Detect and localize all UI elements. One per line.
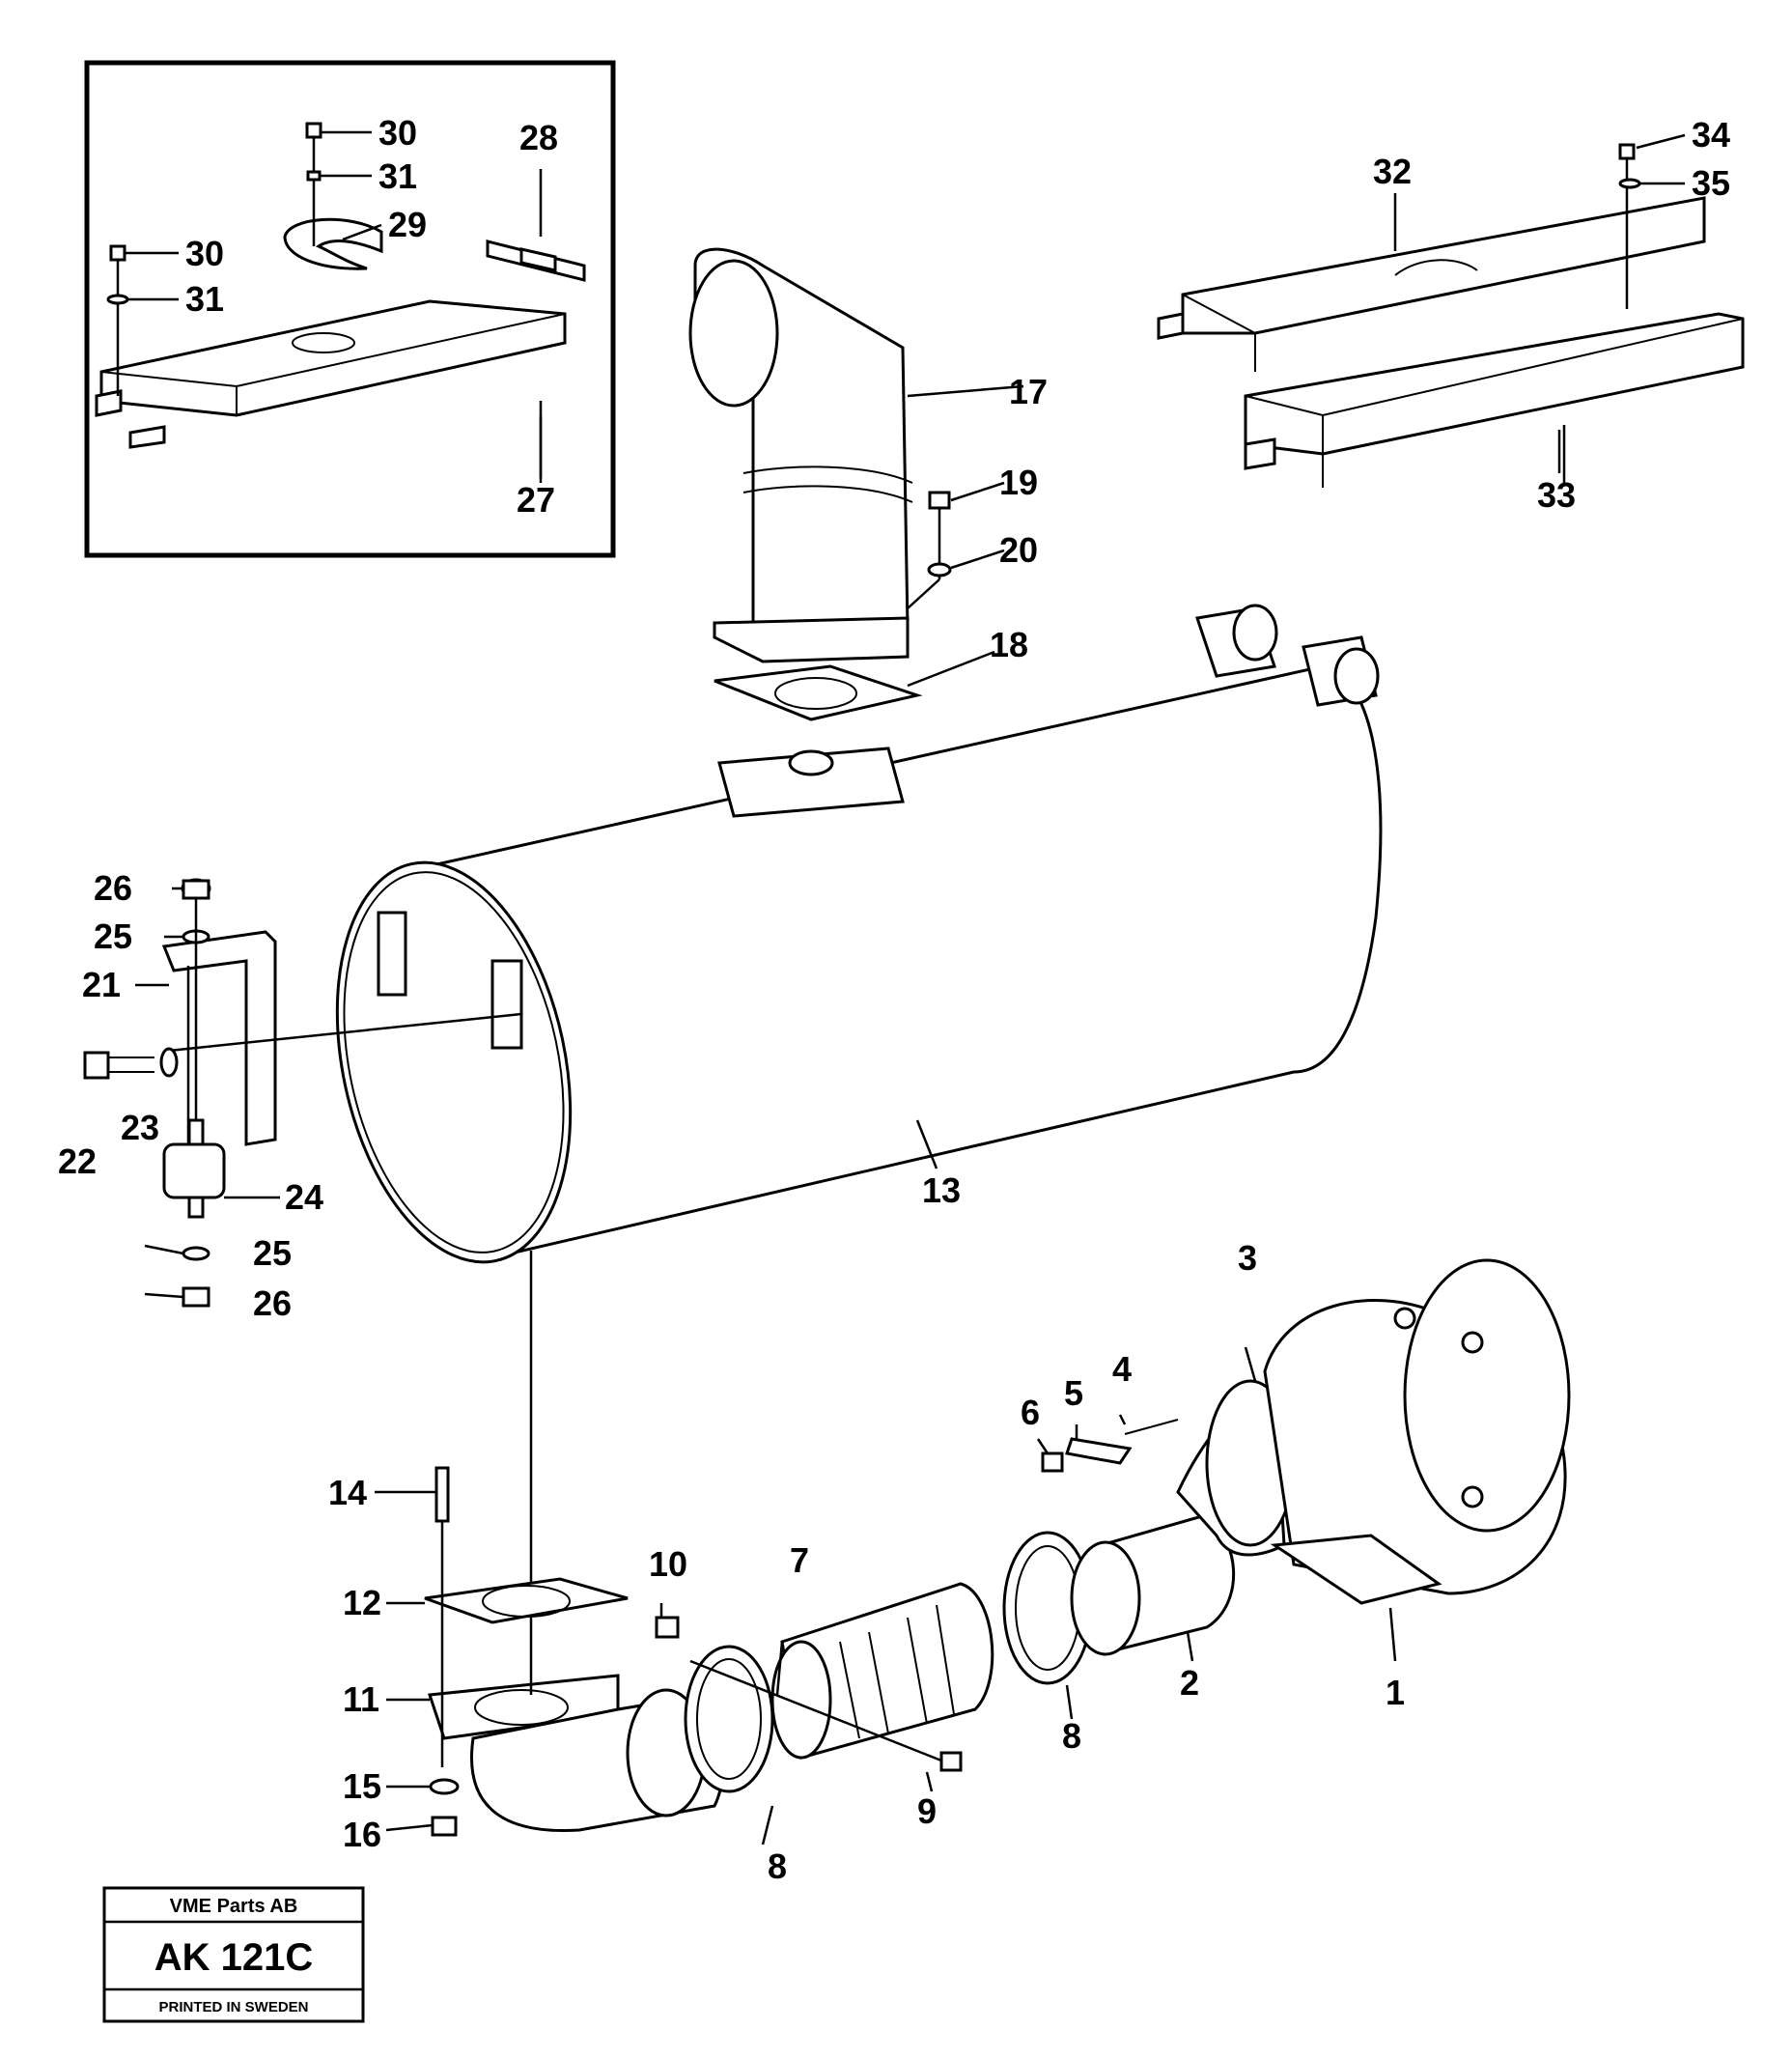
parts-9-10-bolt-nut — [655, 1616, 963, 1772]
callout-15: 15 — [343, 1766, 381, 1806]
part-29-washer-segment — [283, 217, 383, 270]
callout-14: 14 — [328, 1473, 367, 1512]
part-2-pipe — [1070, 1514, 1236, 1656]
callout-9: 9 — [917, 1791, 937, 1831]
callout-5: 5 — [1064, 1373, 1083, 1413]
callout-22: 22 — [58, 1141, 97, 1181]
part-24-rubber-mount — [162, 1118, 226, 1219]
callout-8b: 8 — [1062, 1716, 1081, 1756]
callout-33: 33 — [1537, 475, 1576, 515]
callout-13: 13 — [922, 1170, 961, 1210]
callout-6: 6 — [1021, 1393, 1040, 1432]
part-33-lower-heat-shield — [1244, 143, 1745, 488]
callout-21: 21 — [82, 965, 121, 1004]
part-27-cover-plate — [95, 299, 567, 449]
leader-lines — [135, 133, 1686, 1846]
part-7-flex-pipe — [770, 1582, 994, 1760]
callout-2: 2 — [1180, 1663, 1199, 1703]
inset-detail-box — [84, 60, 616, 558]
callout-26b: 26 — [253, 1283, 292, 1323]
part-1-turbocharger — [1263, 1258, 1571, 1605]
parts-4-5-6-stud-lock-nut — [1041, 1419, 1179, 1473]
callout-32: 32 — [1373, 152, 1412, 191]
part-22-bolt — [83, 1051, 154, 1080]
callout-26a: 26 — [94, 868, 132, 908]
callout-35: 35 — [1692, 163, 1730, 203]
callout-29: 29 — [388, 205, 427, 244]
callout-24: 24 — [285, 1177, 323, 1217]
callout-3: 3 — [1238, 1238, 1257, 1278]
callout-10: 10 — [649, 1544, 687, 1584]
callout-25a: 25 — [94, 916, 132, 956]
nuts-washers-25-26 — [181, 878, 211, 1308]
part-12-gasket — [424, 1577, 629, 1624]
part-14-stud — [434, 1466, 450, 1767]
callout-27: 27 — [517, 480, 555, 520]
stamp-printed: PRINTED IN SWEDEN — [158, 1999, 308, 2015]
callout-31a: 31 — [378, 156, 417, 196]
part-32-upper-heat-shield — [1157, 196, 1706, 372]
part-17-exhaust-pipe — [688, 247, 913, 663]
callout-19: 19 — [999, 463, 1038, 502]
callout-17: 17 — [1009, 372, 1048, 411]
callout-30b: 30 — [185, 234, 224, 273]
part-28-bracket — [486, 169, 586, 282]
callout-20: 20 — [999, 530, 1038, 570]
part-13-muffler — [335, 604, 1383, 1264]
screw-19-washer-20 — [907, 491, 952, 609]
title-stamp: VME Parts AB AK 121C PRINTED IN SWEDEN — [102, 1886, 365, 2023]
part-11-elbow-pipe — [427, 1251, 724, 1833]
callout-18: 18 — [990, 625, 1028, 664]
callout-31b: 31 — [185, 279, 224, 319]
callout-8a: 8 — [768, 1846, 787, 1886]
parts-15-16-nut-washer — [429, 1778, 460, 1837]
part-23-washer — [159, 1047, 179, 1078]
callout-25b: 25 — [253, 1233, 292, 1273]
stamp-code: AK 121C — [154, 1936, 314, 1979]
callout-7: 7 — [790, 1540, 809, 1580]
callout-28: 28 — [519, 118, 558, 157]
part-18-gasket — [714, 664, 923, 721]
screws-30-31 — [106, 122, 322, 396]
callout-4: 4 — [1112, 1349, 1132, 1389]
callout-11: 11 — [343, 1679, 379, 1719]
callout-23: 23 — [121, 1108, 159, 1147]
callout-30a: 30 — [378, 113, 417, 153]
part-21-bracket — [161, 930, 522, 1159]
callout-16: 16 — [343, 1815, 381, 1854]
callout-12: 12 — [343, 1583, 381, 1622]
callout-1: 1 — [1386, 1673, 1405, 1712]
stamp-company: VME Parts AB — [170, 1896, 298, 1917]
callout-labels: 30 31 28 29 30 31 27 32 34 35 33 17 19 2… — [58, 113, 1730, 1886]
clamps-8 — [684, 1531, 1093, 1793]
callout-34: 34 — [1692, 115, 1730, 155]
